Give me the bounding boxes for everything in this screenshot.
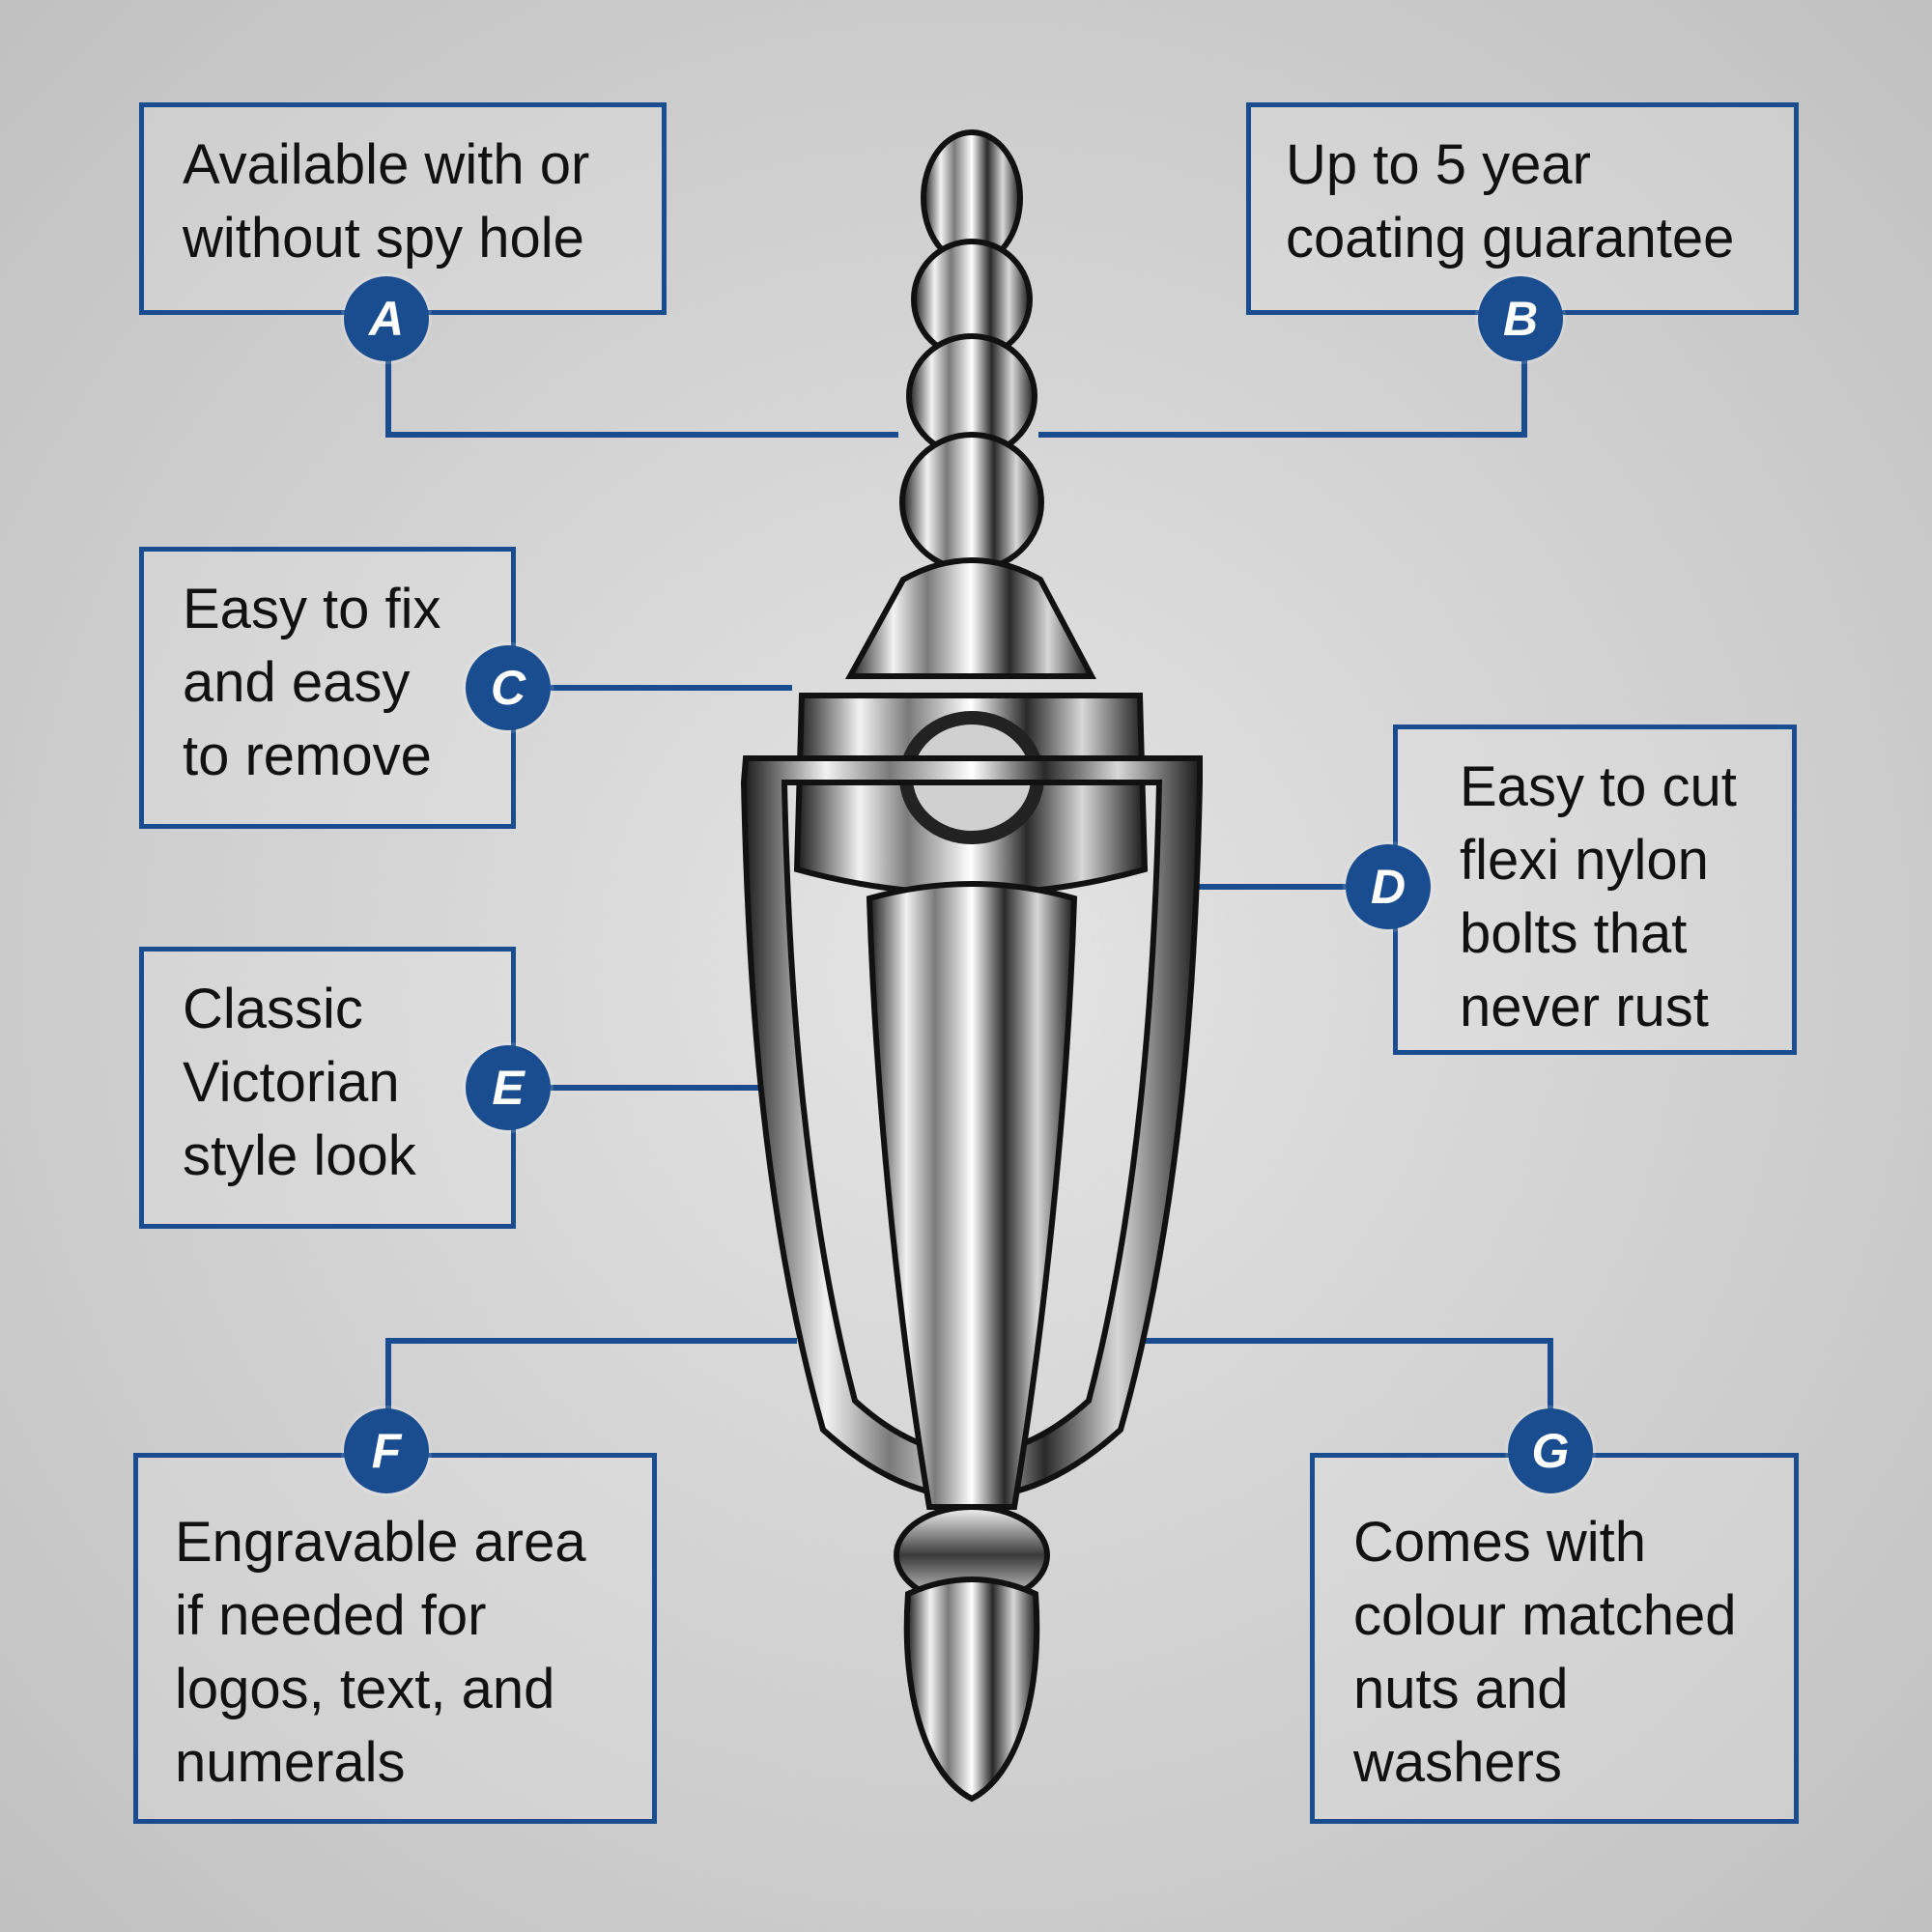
badge-d: D bbox=[1346, 844, 1431, 929]
back-plate bbox=[866, 881, 1078, 1510]
badge-g: G bbox=[1508, 1408, 1593, 1493]
badge-c: C bbox=[466, 645, 551, 730]
callout-d: Easy to cut flexi nylon bolts that never… bbox=[1393, 724, 1797, 1055]
badge-b: B bbox=[1478, 276, 1563, 361]
badge-a: A bbox=[344, 276, 429, 361]
finial-top bbox=[844, 129, 1096, 679]
callout-f: Engravable area if needed for logos, tex… bbox=[133, 1453, 657, 1824]
finial-bottom bbox=[894, 1504, 1050, 1803]
badge-f: F bbox=[344, 1408, 429, 1493]
callout-g: Comes with colour matched nuts and washe… bbox=[1310, 1453, 1799, 1824]
callout-e: Classic Victorian style look bbox=[139, 947, 516, 1229]
callout-b: Up to 5 year coating guarantee bbox=[1246, 102, 1799, 315]
top-plate bbox=[793, 693, 1149, 896]
callout-c: Easy to fix and easy to remove bbox=[139, 547, 516, 829]
badge-e: E bbox=[466, 1045, 551, 1130]
